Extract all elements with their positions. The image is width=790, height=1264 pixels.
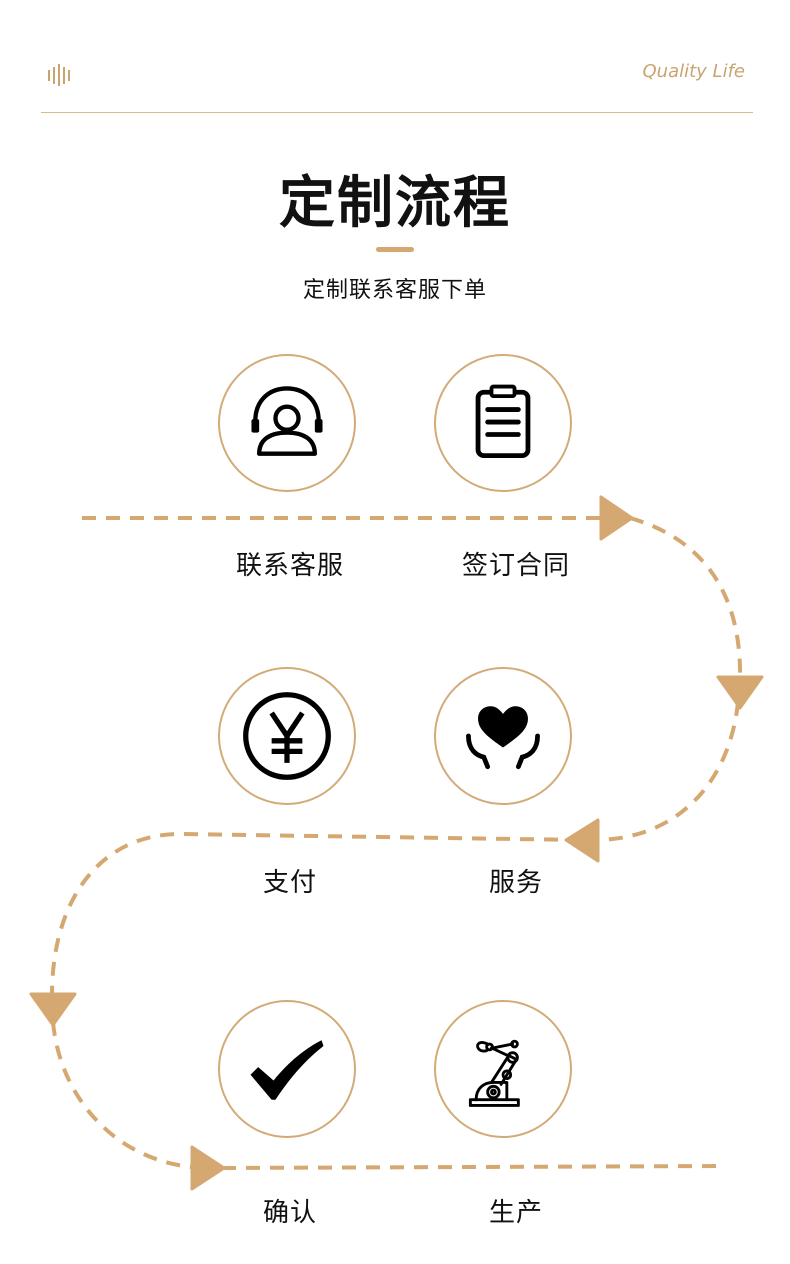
robot-arm-icon [468, 1039, 520, 1107]
yuan-coin-icon [243, 692, 331, 780]
page-title: 定制流程 [279, 171, 511, 236]
step-label-production: 生产 [488, 1198, 543, 1228]
step-circle-contract [434, 354, 572, 492]
step-label-contact: 联系客服 [235, 551, 344, 581]
title-accent-bar [376, 247, 414, 252]
step-label-service: 服务 [488, 868, 543, 898]
arrow-right-icon-2 [190, 1145, 226, 1191]
step-label-confirm: 确认 [262, 1198, 317, 1228]
arrow-left-icon [564, 818, 600, 863]
header-divider [41, 112, 753, 113]
headset-support-icon [251, 386, 323, 456]
arrow-down-icon-2 [29, 992, 77, 1027]
step-circle-service [434, 667, 572, 805]
tagline: Quality Life [642, 61, 745, 82]
step-circle-contact [218, 354, 356, 492]
bars-icon [48, 64, 70, 86]
clipboard-icon [475, 384, 531, 459]
arrow-down-icon [716, 675, 764, 710]
step-circle-production [434, 1000, 572, 1138]
step-label-contract: 签订合同 [461, 551, 570, 581]
page-subtitle: 定制联系客服下单 [302, 278, 487, 303]
step-circle-payment [218, 667, 356, 805]
step-label-payment: 支付 [262, 868, 317, 898]
step-circle-confirm [218, 1000, 356, 1138]
checkmark-icon [250, 1040, 324, 1100]
heart-hands-icon [466, 706, 540, 770]
arrow-right-icon [599, 495, 634, 541]
